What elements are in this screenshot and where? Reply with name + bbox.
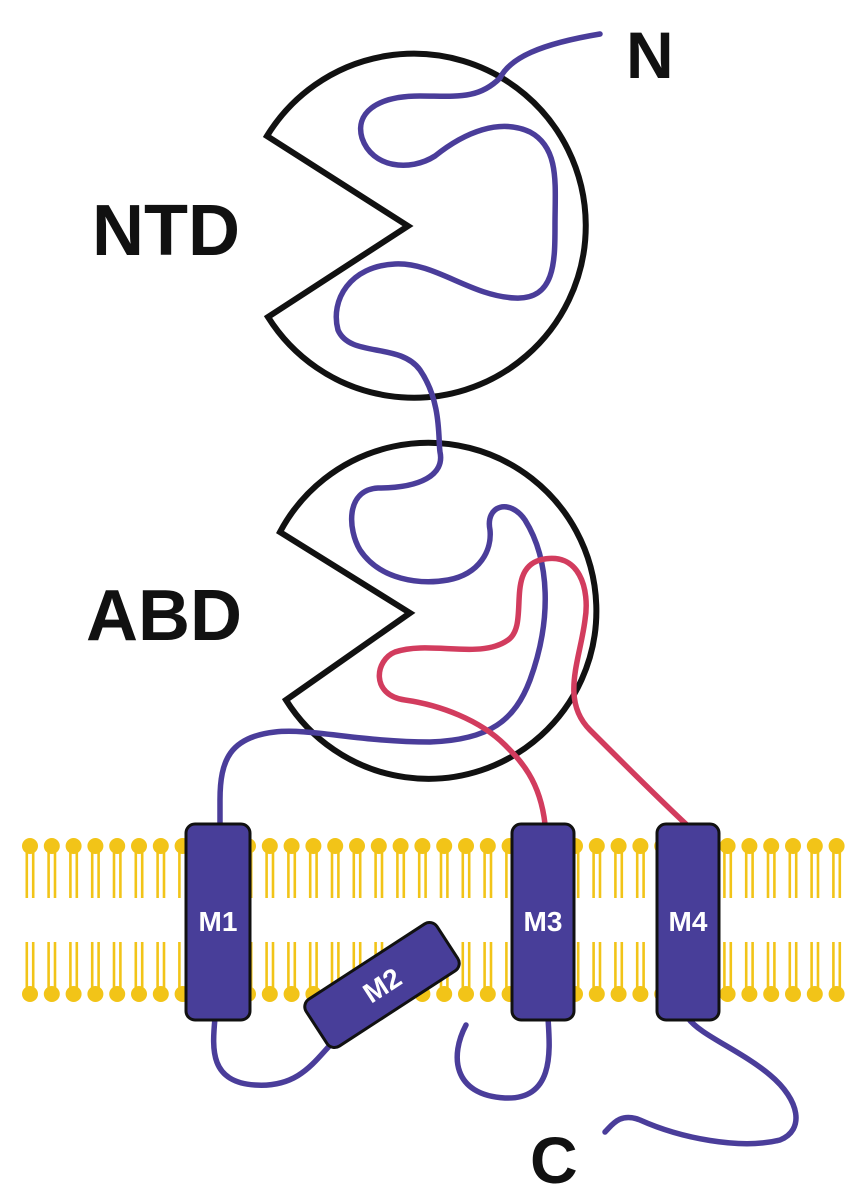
lipid xyxy=(65,838,82,1002)
lipid xyxy=(261,838,278,1002)
lipid-head-inner xyxy=(152,986,169,1002)
c-terminal-chain xyxy=(602,1015,799,1147)
lipid xyxy=(588,838,605,1002)
lipid-head-outer xyxy=(152,838,169,854)
lipid-head-inner xyxy=(741,986,758,1002)
abd-label: ABD xyxy=(86,576,242,656)
s2-linker-chain xyxy=(376,555,691,829)
lipid-head-outer xyxy=(109,838,126,854)
lipid-head-outer xyxy=(65,838,82,854)
lipid-head-inner xyxy=(763,986,780,1002)
helix-m4: M4 xyxy=(655,822,721,1022)
helix-m1-body xyxy=(184,822,252,1022)
helix-m4-body xyxy=(655,822,721,1022)
lipid xyxy=(632,838,649,1002)
lipid xyxy=(152,838,169,1002)
lipid xyxy=(610,838,627,1002)
lipid xyxy=(458,838,474,1002)
lipid-head-inner xyxy=(436,986,453,1002)
lipid-head-outer xyxy=(806,838,823,854)
lipid-head-outer xyxy=(785,838,801,854)
lipid-head-outer xyxy=(283,838,300,854)
lipid xyxy=(785,838,801,1002)
lipid xyxy=(22,838,38,1002)
lipid-head-inner xyxy=(632,986,649,1002)
lipid-head-outer xyxy=(632,838,649,854)
lipid-head-outer xyxy=(436,838,453,854)
lipid xyxy=(828,838,845,1002)
lipid xyxy=(43,838,60,1002)
lipid-head-outer xyxy=(22,838,38,854)
lipid-head-outer xyxy=(305,838,322,854)
lipid-head-outer xyxy=(741,838,758,854)
helix-m3-label: M3 xyxy=(524,906,563,937)
helix-m1: M1 xyxy=(184,822,252,1022)
abd-domain xyxy=(276,439,600,782)
lipid-head-outer xyxy=(414,838,431,854)
lipid-head-outer xyxy=(588,838,605,854)
lipid-head-outer xyxy=(261,838,278,854)
lipid-head-outer xyxy=(719,838,736,854)
helix-m2-body xyxy=(303,920,461,1050)
lipid-head-outer xyxy=(610,838,627,854)
lipid xyxy=(131,838,147,1002)
lipid-head-inner xyxy=(588,986,605,1002)
lipid-head-outer xyxy=(131,838,147,854)
lipid xyxy=(719,838,736,1002)
lipid xyxy=(109,838,126,1002)
lipid xyxy=(479,838,496,1002)
lipid-head-inner xyxy=(785,986,801,1002)
lipid-head-inner xyxy=(828,986,845,1002)
lipid-head-inner xyxy=(261,986,278,1002)
c-terminus-label: C xyxy=(530,1123,578,1197)
lipid-head-outer xyxy=(327,838,344,854)
lipid-head-inner xyxy=(65,986,82,1002)
lipid-head-outer xyxy=(458,838,474,854)
lipid-head-inner xyxy=(283,986,300,1002)
ntd-domain xyxy=(262,50,589,401)
lipid-head-inner xyxy=(458,986,474,1002)
lipid xyxy=(305,838,322,1002)
lipid xyxy=(283,838,300,1002)
lipid xyxy=(763,838,780,1002)
lipid-head-outer xyxy=(479,838,496,854)
lipid-head-inner xyxy=(719,986,736,1002)
lipid-head-outer xyxy=(370,838,387,854)
helix-m3: M3 xyxy=(510,822,576,1022)
lipid xyxy=(87,838,104,1002)
lipid-head-inner xyxy=(109,986,126,1002)
lipid-head-outer xyxy=(392,838,409,854)
lipid-head-inner xyxy=(610,986,627,1002)
n-terminal-chain xyxy=(217,31,603,829)
m1-m2-loop xyxy=(210,1015,338,1088)
lipid-head-outer xyxy=(43,838,60,854)
lipid-head-outer xyxy=(828,838,845,854)
lipid-head-inner xyxy=(131,986,147,1002)
helix-m1-label: M1 xyxy=(199,906,238,937)
lipid-head-outer xyxy=(349,838,365,854)
lipid-head-inner xyxy=(806,986,823,1002)
lipid-head-inner xyxy=(87,986,104,1002)
n-terminus-label: N xyxy=(626,18,674,92)
lipid xyxy=(806,838,823,1002)
lipid-head-inner xyxy=(479,986,496,1002)
lipid-head-inner xyxy=(43,986,60,1002)
lipid-head-outer xyxy=(87,838,104,854)
helix-m3-body xyxy=(510,822,576,1022)
helix-m2: M2 xyxy=(303,920,461,1050)
helix-m4-label: M4 xyxy=(669,906,708,937)
m2-m3-loop xyxy=(454,1015,552,1101)
lipid xyxy=(741,838,758,1002)
lipid-head-outer xyxy=(763,838,780,854)
ntd-label: NTD xyxy=(92,191,240,271)
lipid-head-inner xyxy=(22,986,38,1002)
